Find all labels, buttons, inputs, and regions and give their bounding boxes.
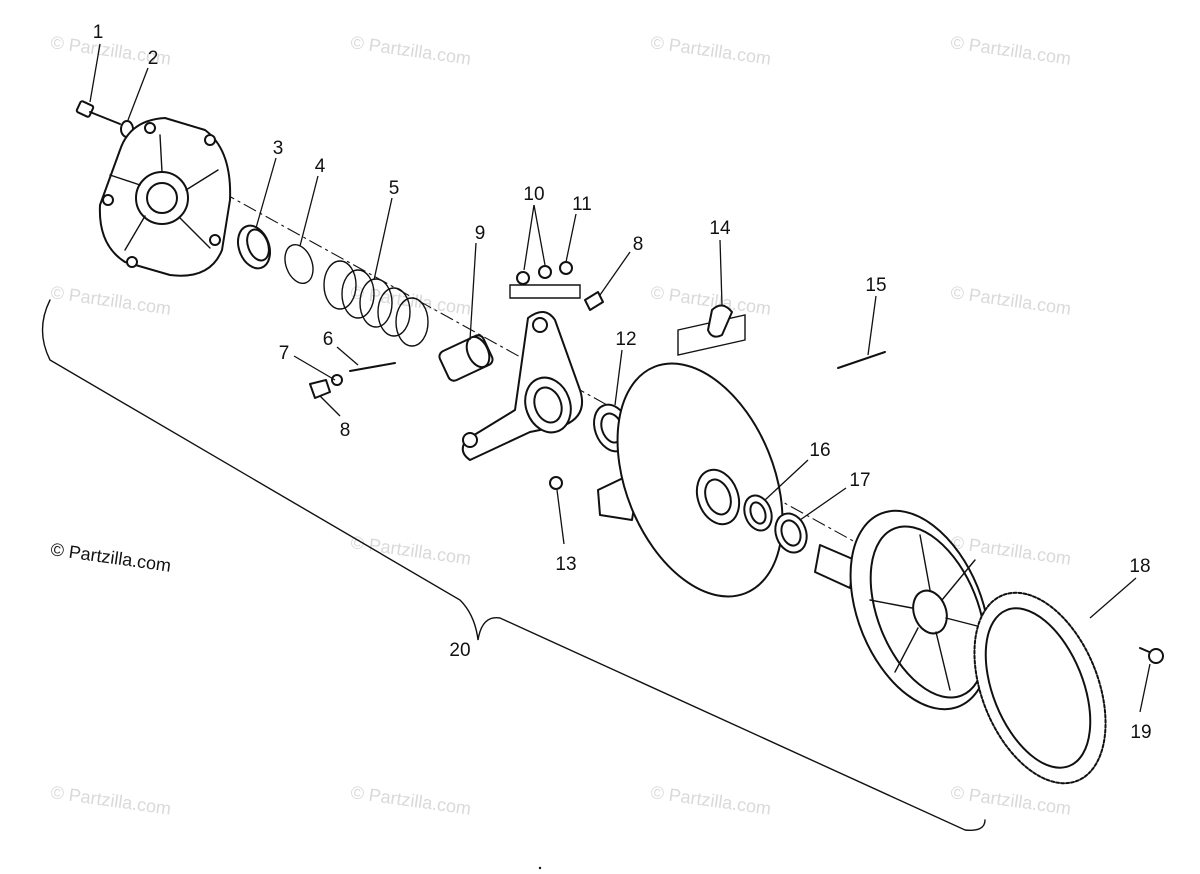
copyright-notice: © Partzilla.com bbox=[49, 539, 172, 576]
watermark: © Partzilla.com bbox=[949, 282, 1072, 319]
part-16-bushing bbox=[743, 494, 773, 532]
callout-1: 1 bbox=[93, 22, 104, 43]
part-8-cap bbox=[309, 379, 331, 399]
callout-6: 6 bbox=[323, 329, 334, 350]
part-19-screw bbox=[1139, 647, 1164, 664]
watermark: © Partzilla.com bbox=[49, 282, 172, 319]
watermark: © Partzilla.com bbox=[649, 782, 772, 819]
callout-7: 7 bbox=[279, 343, 290, 364]
callout-8-lower: 8 bbox=[340, 420, 351, 441]
part-6-pin bbox=[349, 362, 396, 372]
part-cover-housing bbox=[98, 117, 232, 277]
part-spider-arm bbox=[461, 311, 584, 461]
callout-14: 14 bbox=[709, 218, 731, 239]
callout-9: 9 bbox=[475, 223, 486, 244]
callout-12: 12 bbox=[615, 329, 636, 350]
part-18-ring-gear bbox=[973, 591, 1107, 785]
callout-13: 13 bbox=[555, 554, 576, 575]
callout-5: 5 bbox=[389, 178, 400, 199]
callout-15: 15 bbox=[865, 275, 886, 296]
watermark: © Partzilla.com bbox=[349, 782, 472, 819]
watermark: © Partzilla.com bbox=[949, 32, 1072, 69]
part-10-11-nut-group bbox=[509, 261, 581, 299]
leader-lines bbox=[89, 43, 1151, 713]
callout-8-upper: 8 bbox=[633, 234, 644, 255]
watermark: © Partzilla.com bbox=[949, 782, 1072, 819]
assembly-bracket bbox=[41, 299, 986, 831]
part-17-bushing bbox=[774, 512, 808, 554]
part-7-washer bbox=[331, 374, 343, 386]
callout-20: 20 bbox=[449, 640, 470, 661]
watermark: © Partzilla.com bbox=[349, 532, 472, 569]
part-1-bolt bbox=[75, 100, 121, 125]
callout-10: 10 bbox=[523, 184, 544, 205]
callout-19: 19 bbox=[1130, 722, 1151, 743]
callout-2: 2 bbox=[148, 48, 159, 69]
stray-dot bbox=[538, 866, 542, 870]
part-3-bushing bbox=[237, 224, 271, 270]
callout-labels: 1 2 3 4 5 6 7 8 8 9 10 11 12 13 14 15 16… bbox=[93, 22, 1152, 743]
part-13-nut bbox=[549, 476, 563, 490]
callout-4: 4 bbox=[315, 156, 326, 177]
callout-16: 16 bbox=[809, 440, 830, 461]
callout-11: 11 bbox=[572, 194, 592, 215]
watermark: © Partzilla.com bbox=[949, 532, 1072, 569]
watermark: © Partzilla.com bbox=[649, 32, 772, 69]
part-fixed-sheave bbox=[814, 509, 991, 711]
callout-18: 18 bbox=[1129, 556, 1150, 577]
part-8-cap-upper bbox=[584, 291, 604, 311]
part-14-weight bbox=[677, 304, 746, 356]
part-moveable-sheave bbox=[597, 362, 784, 598]
callout-17: 17 bbox=[849, 470, 870, 491]
part-15-pin bbox=[837, 351, 886, 369]
part-5-spring bbox=[323, 260, 429, 347]
part-4-snap-ring bbox=[284, 243, 314, 285]
watermark: © Partzilla.com bbox=[49, 782, 172, 819]
watermark: © Partzilla.com bbox=[349, 32, 472, 69]
callout-3: 3 bbox=[273, 138, 284, 159]
part-9-roller bbox=[438, 334, 494, 382]
